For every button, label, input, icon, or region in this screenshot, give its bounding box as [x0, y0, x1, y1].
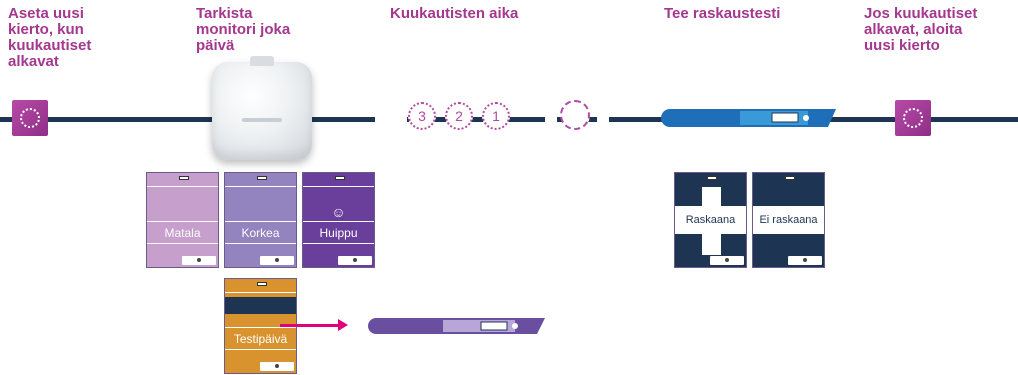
step-title-check-monitor: Tarkista monitori joka päivä	[196, 5, 291, 54]
timeline-gap	[545, 110, 557, 128]
screen-not-pregnant: Ei raskaana	[752, 172, 825, 268]
screen-low: Matala	[146, 172, 219, 268]
step-title-pregnancy-test: Tee raskaustesti	[664, 5, 781, 22]
screen-high-label: Korkea	[241, 226, 280, 240]
monitor-device-image	[212, 56, 312, 160]
screen-pregnant: Raskaana	[674, 172, 747, 268]
step-title-new-cycle: Aseta uusi kierto, kun kuukautiset alkav…	[8, 5, 92, 70]
pregnancy-test-stick	[661, 109, 836, 127]
screen-pregnant-label: Raskaana	[685, 214, 736, 226]
screen-high: Korkea	[224, 172, 297, 268]
cycle-restart-icon	[895, 100, 931, 136]
monitor-test-stick	[368, 318, 545, 334]
timeline-gap	[597, 110, 609, 128]
step-title-period-time: Kuukautisten aika	[390, 5, 519, 22]
countdown-circle-1: 1	[482, 102, 510, 130]
screen-not-pregnant-label: Ei raskaana	[759, 214, 818, 226]
arrow-right-icon	[338, 319, 348, 331]
screen-peak-label: Huippu	[319, 226, 358, 240]
screen-low-label: Matala	[164, 226, 201, 240]
screen-test-day-band	[225, 297, 296, 314]
period-burst-icon	[560, 100, 590, 130]
countdown-circle-2: 2	[445, 102, 473, 130]
cycle-start-icon	[12, 100, 48, 136]
screen-test-day-label: Testipäivä	[233, 332, 288, 346]
arrow-line	[280, 324, 340, 327]
countdown-circle-3: 3	[408, 102, 436, 130]
screen-peak: ☺ Huippu	[302, 172, 375, 268]
timeline-gap	[375, 110, 407, 128]
step-title-restart: Jos kuukautiset alkavat, aloita uusi kie…	[864, 5, 978, 54]
smiley-icon: ☺	[331, 204, 346, 220]
